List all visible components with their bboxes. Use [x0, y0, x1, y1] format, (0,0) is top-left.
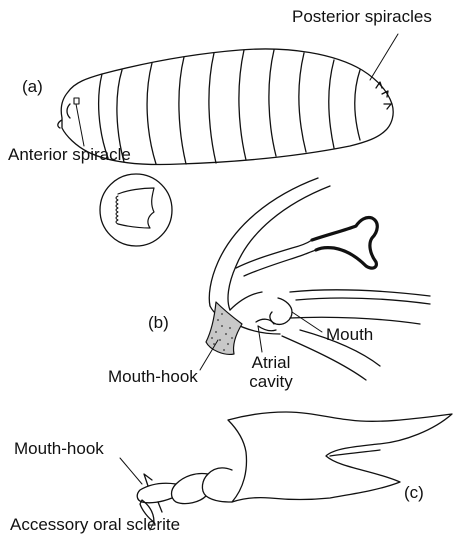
- mouth-hook-label-b: Mouth-hook: [108, 368, 198, 387]
- accessory-oral-sclerite-label: Accessory oral sclerite: [10, 516, 180, 535]
- head-section: [209, 178, 430, 380]
- atrial-label-line1: Atrial: [238, 354, 304, 373]
- posterior-spiracles-label: Posterior spiracles: [292, 8, 432, 27]
- anterior-spiracle-label: Anterior spiracle: [8, 146, 131, 165]
- cephalopharyngeal-skeleton: [137, 412, 452, 522]
- mouth-hook-b: [206, 302, 242, 354]
- atrial-label-line2: cavity: [238, 373, 304, 392]
- anterior-spiracle-inset: [100, 174, 172, 246]
- mouth-leader: [292, 312, 322, 332]
- atrial-leader: [258, 326, 262, 352]
- panel-a-tag: (a): [22, 78, 43, 97]
- panel-b-tag: (b): [148, 314, 169, 333]
- mouth-hook-leader-c: [120, 458, 142, 484]
- anterior-leader: [76, 104, 84, 146]
- atrial-cavity-label: Atrial cavity: [238, 354, 304, 391]
- posterior-leader: [370, 34, 398, 80]
- panel-c-tag: (c): [404, 484, 424, 503]
- mouth-hook-label-c: Mouth-hook: [14, 440, 104, 459]
- mouth-label: Mouth: [326, 326, 373, 345]
